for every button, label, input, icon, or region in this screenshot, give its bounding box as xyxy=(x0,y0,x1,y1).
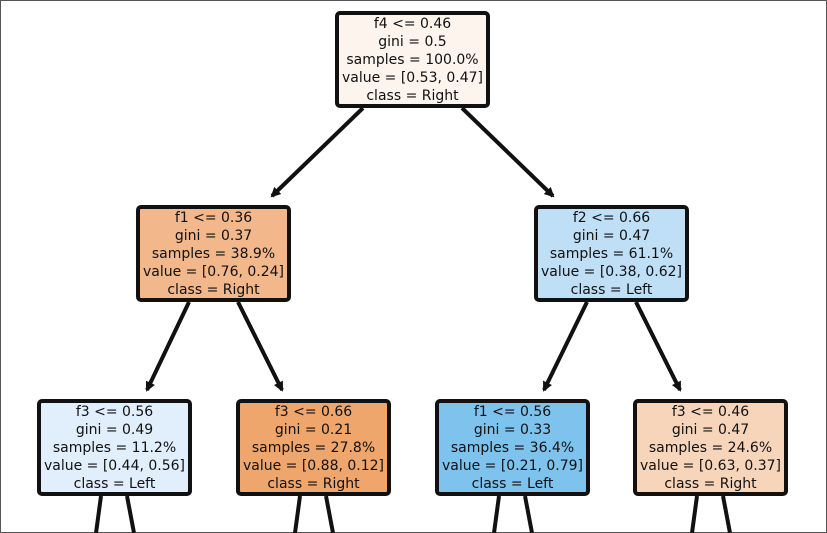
edge-left-leftright xyxy=(236,301,284,392)
node-class: class = Left xyxy=(73,475,156,492)
node-gini: gini = 0.47 xyxy=(671,421,750,438)
node-value: value = [0.53, 0.47] xyxy=(341,69,484,86)
edge-stub-ll-b xyxy=(125,495,136,533)
edge-stub-lr-b xyxy=(324,495,335,533)
node-condition: f3 <= 0.46 xyxy=(671,403,750,420)
edge-root-right xyxy=(460,106,555,198)
node-value: value = [0.88, 0.12] xyxy=(242,457,385,474)
tree-node-right-right: f3 <= 0.46 gini = 0.47 samples = 24.6% v… xyxy=(633,399,788,496)
node-value: value = [0.21, 0.79] xyxy=(441,457,584,474)
node-condition: f1 <= 0.36 xyxy=(174,209,253,226)
tree-node-left: f1 <= 0.36 gini = 0.37 samples = 38.9% v… xyxy=(136,205,291,302)
node-class: class = Right xyxy=(167,281,260,298)
node-samples: samples = 38.9% xyxy=(151,245,276,262)
node-class: class = Left xyxy=(471,475,554,492)
tree-node-left-right: f3 <= 0.66 gini = 0.21 samples = 27.8% v… xyxy=(236,399,391,496)
node-condition: f1 <= 0.56 xyxy=(473,403,552,420)
edge-stub-rr-b xyxy=(721,495,732,533)
tree-node-root: f4 <= 0.46 gini = 0.5 samples = 100.0% v… xyxy=(335,11,490,108)
node-gini: gini = 0.47 xyxy=(572,227,651,244)
node-class: class = Right xyxy=(366,87,459,104)
node-gini: gini = 0.37 xyxy=(174,227,253,244)
edge-stub-lr-a xyxy=(293,495,302,533)
tree-node-right: f2 <= 0.66 gini = 0.47 samples = 61.1% v… xyxy=(534,205,689,302)
edge-right-rightleft xyxy=(542,301,589,392)
edge-right-rightright xyxy=(634,301,682,392)
edge-stub-rr-a xyxy=(690,495,699,533)
node-gini: gini = 0.21 xyxy=(274,421,353,438)
node-condition: f2 <= 0.66 xyxy=(572,209,651,226)
edge-root-left xyxy=(270,106,365,198)
node-value: value = [0.63, 0.37] xyxy=(639,457,782,474)
edge-left-leftleft xyxy=(145,301,191,392)
node-value: value = [0.76, 0.24] xyxy=(142,263,285,280)
node-class: class = Right xyxy=(267,475,360,492)
node-condition: f3 <= 0.56 xyxy=(75,403,154,420)
node-samples: samples = 27.8% xyxy=(251,439,376,456)
node-condition: f3 <= 0.66 xyxy=(274,403,353,420)
node-condition: f4 <= 0.46 xyxy=(373,15,452,32)
edge-stub-rl-b xyxy=(523,495,534,533)
tree-node-right-left: f1 <= 0.56 gini = 0.33 samples = 36.4% v… xyxy=(435,399,590,496)
tree-node-left-left: f3 <= 0.56 gini = 0.49 samples = 11.2% v… xyxy=(37,399,192,496)
edge-stub-ll-a xyxy=(94,495,103,533)
node-gini: gini = 0.49 xyxy=(75,421,154,438)
edge-stub-rl-a xyxy=(492,495,501,533)
node-class: class = Left xyxy=(570,281,653,298)
node-samples: samples = 24.6% xyxy=(648,439,773,456)
node-samples: samples = 100.0% xyxy=(346,51,479,68)
node-gini: gini = 0.5 xyxy=(378,33,447,50)
node-gini: gini = 0.33 xyxy=(473,421,552,438)
node-samples: samples = 11.2% xyxy=(52,439,177,456)
node-samples: samples = 36.4% xyxy=(450,439,575,456)
node-class: class = Right xyxy=(664,475,757,492)
node-value: value = [0.44, 0.56] xyxy=(43,457,186,474)
node-value: value = [0.38, 0.62] xyxy=(540,263,683,280)
node-samples: samples = 61.1% xyxy=(549,245,674,262)
